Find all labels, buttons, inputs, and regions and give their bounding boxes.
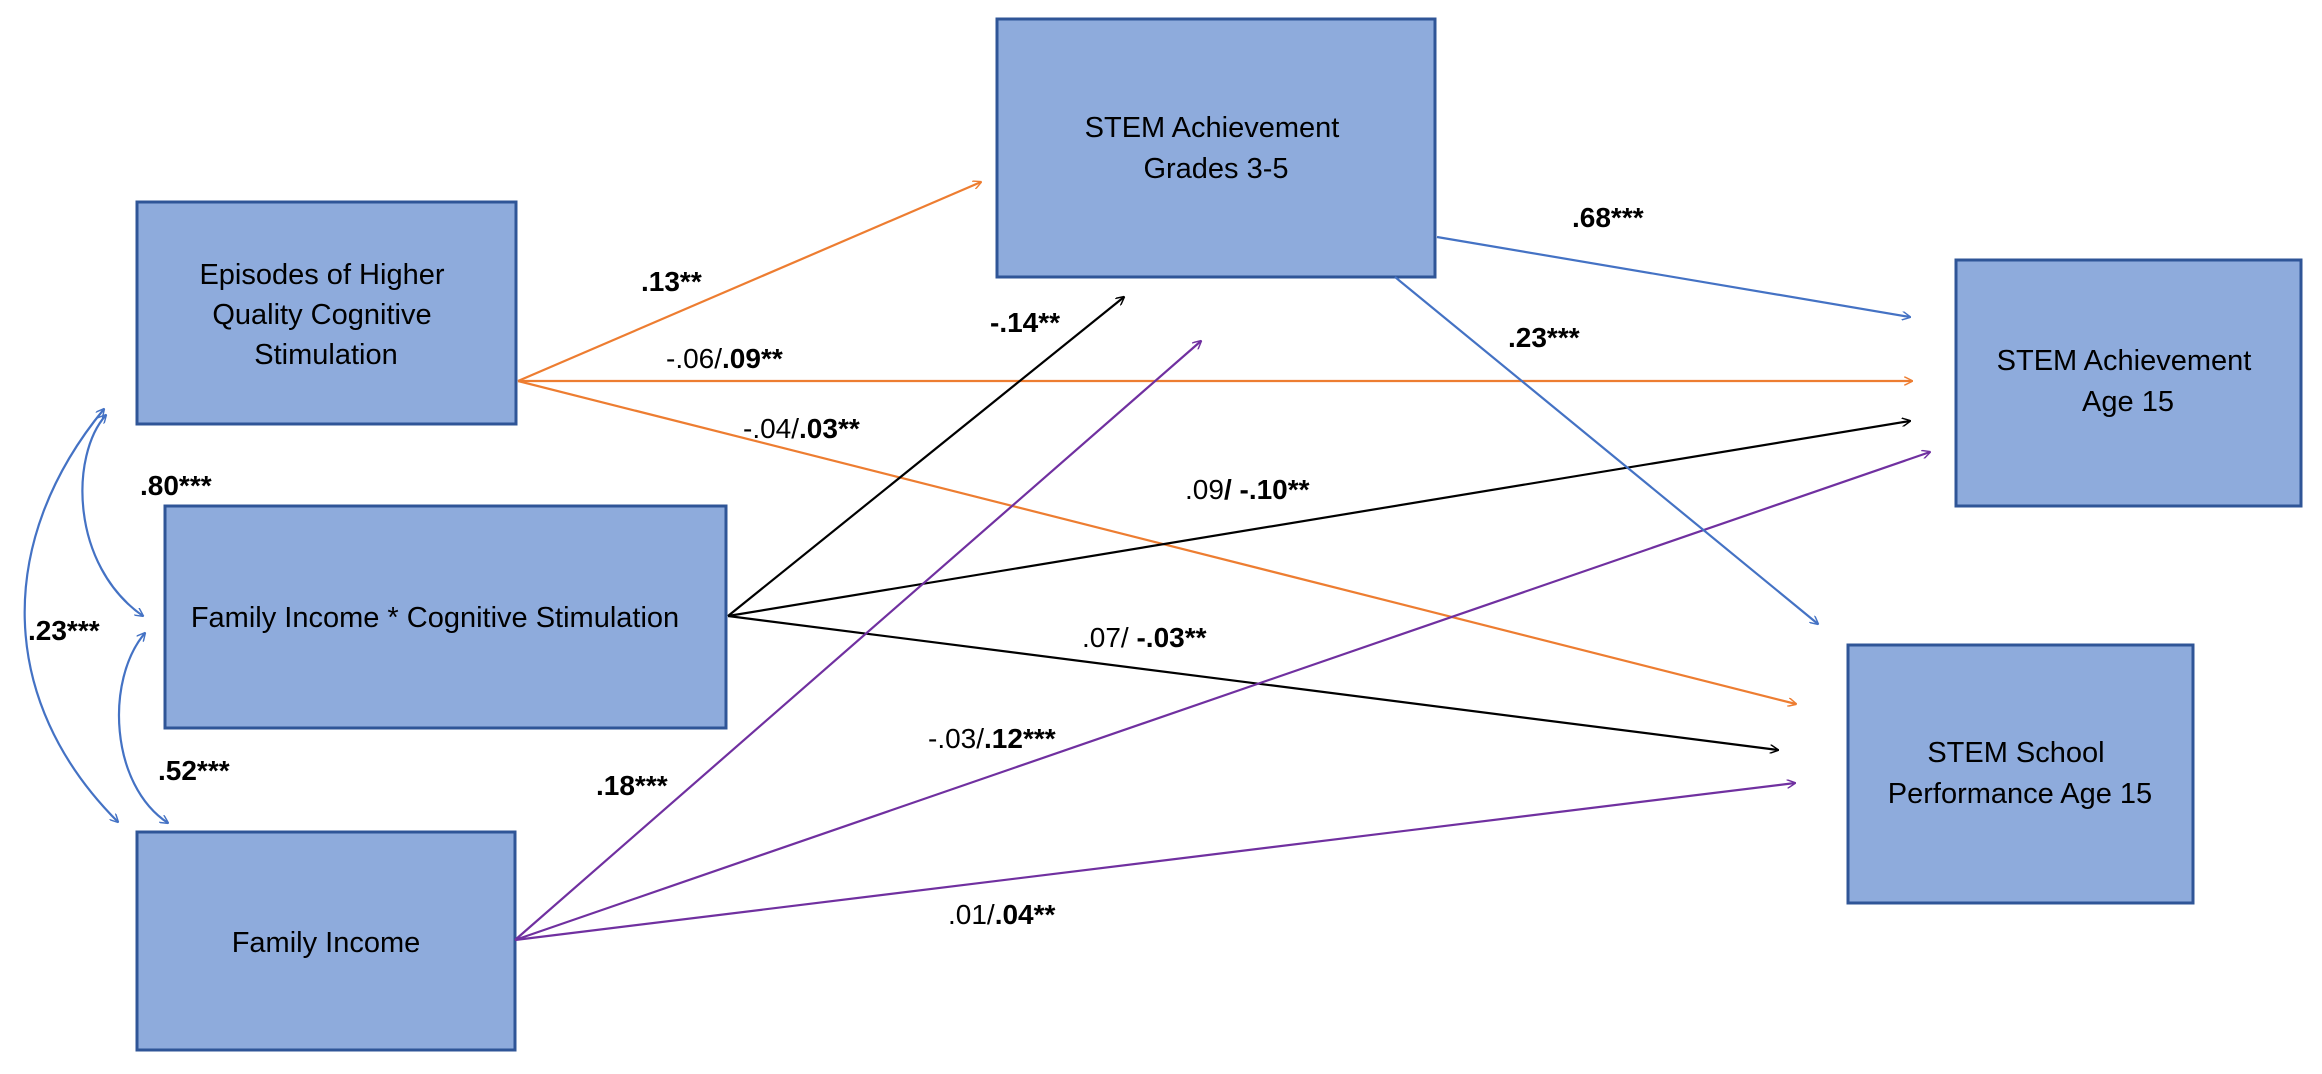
label-bold: .03** [799, 413, 860, 444]
arrow-income-to-school [514, 783, 1795, 942]
label-corr-inter-income: .52*** [158, 755, 230, 786]
box-stem-age15: STEM Achievement Age 15 [1954, 258, 2303, 508]
label-bold: -.03** [1136, 622, 1206, 653]
arrow-grades-to-school [1394, 276, 1818, 624]
box-cognitive-stimulation-line-1: Episodes of Higher [199, 259, 444, 291]
label-bold: / -.10** [1224, 474, 1310, 505]
box-stem-grades-line-1: STEM Achievement [1085, 112, 1340, 144]
box-stem-grades-line-2: Grades 3-5 [1143, 153, 1288, 185]
label-income-to-age15: -.03/.12*** [928, 723, 1056, 754]
label-bold: .13** [641, 266, 702, 297]
arrow-inter-to-school [727, 614, 1778, 750]
label-plain: -.06/ [666, 343, 722, 374]
label-bold: .12*** [984, 723, 1056, 754]
label-income-to-grades: .18*** [596, 770, 668, 801]
label-bold: .23*** [1508, 322, 1580, 353]
box-cognitive-stimulation: Episodes of Higher Quality Cognitive Sti… [135, 200, 518, 426]
label-inter-to-school: .07/ -.03** [1082, 622, 1207, 653]
curve-inter-income [117, 633, 168, 823]
box-stem-school-line-1: STEM School [1927, 737, 2104, 769]
label-bold: .18*** [596, 770, 668, 801]
curve-stim-income [23, 409, 118, 822]
arrow-income-to-age15 [514, 452, 1930, 942]
arrow-inter-to-age15 [727, 421, 1910, 618]
svg-text:Episodes of Higher Quali: Episodes of Higher Quality Cognitive Sti… [199, 259, 452, 371]
label-corr-stim-inter: .80*** [140, 470, 212, 501]
arrow-income-to-grades [514, 341, 1201, 941]
label-bold: .09** [722, 343, 783, 374]
svg-text:Family Income: Family Income [232, 927, 421, 959]
label-grades-to-age15: .68*** [1572, 202, 1644, 233]
label-plain: .07/ [1082, 622, 1136, 653]
label-plain: .01/ [948, 899, 995, 930]
svg-text:STEM School Performance: STEM School Performance Age 15 [1888, 737, 2152, 810]
label-stim-to-age15: -.06/.09** [666, 343, 783, 374]
svg-text:Family Income * Cognitive Stim: Family Income * Cognitive Stimulation [191, 602, 679, 634]
label-grades-to-school: .23*** [1508, 322, 1580, 353]
arrow-stim-to-grades [517, 182, 981, 383]
label-corr-stim-income: .23*** [28, 615, 100, 646]
arrow-grades-to-age15 [1436, 235, 1910, 317]
box-stem-school: STEM School Performance Age 15 [1846, 643, 2195, 905]
svg-text:STEM Achievement Age 15: STEM Achievement Age 15 [1997, 345, 2260, 418]
arrow-inter-to-grades [727, 297, 1124, 617]
label-bold: -.14** [990, 307, 1060, 338]
box-stem-age15-line-1: STEM Achievement [1997, 345, 2252, 377]
label-inter-to-grades: -.14** [990, 307, 1060, 338]
label-plain: -.04/ [743, 413, 799, 444]
box-cognitive-stimulation-line-2: Quality Cognitive [212, 299, 431, 331]
label-income-to-school: .01/.04** [948, 899, 1056, 930]
box-stem-grades: STEM Achievement Grades 3-5 [995, 17, 1437, 279]
label-plain: .09 [1185, 474, 1224, 505]
label-bold: .04** [995, 899, 1056, 930]
box-stem-age15-line-2: Age 15 [2082, 386, 2174, 418]
arrow-stim-to-school [517, 379, 1796, 704]
box-family-income: Family Income [135, 830, 517, 1052]
box-interaction-line-1: Family Income * Cognitive Stimulation [191, 602, 679, 634]
box-interaction: Family Income * Cognitive Stimulation [163, 504, 728, 730]
label-plain: -.03/ [928, 723, 984, 754]
box-family-income-line-1: Family Income [232, 927, 421, 959]
label-bold: .68*** [1572, 202, 1644, 233]
label-stim-to-school: -.04/.03** [743, 413, 860, 444]
box-stem-school-line-2: Performance Age 15 [1888, 778, 2152, 810]
label-stim-to-grades: .13** [641, 266, 702, 297]
svg-text:STEM Achievement Grades: STEM Achievement Grades 3-5 [1085, 112, 1348, 185]
label-inter-to-age15: .09/ -.10** [1185, 474, 1310, 505]
curve-stim-inter [81, 415, 143, 616]
box-cognitive-stimulation-line-3: Stimulation [254, 339, 397, 371]
